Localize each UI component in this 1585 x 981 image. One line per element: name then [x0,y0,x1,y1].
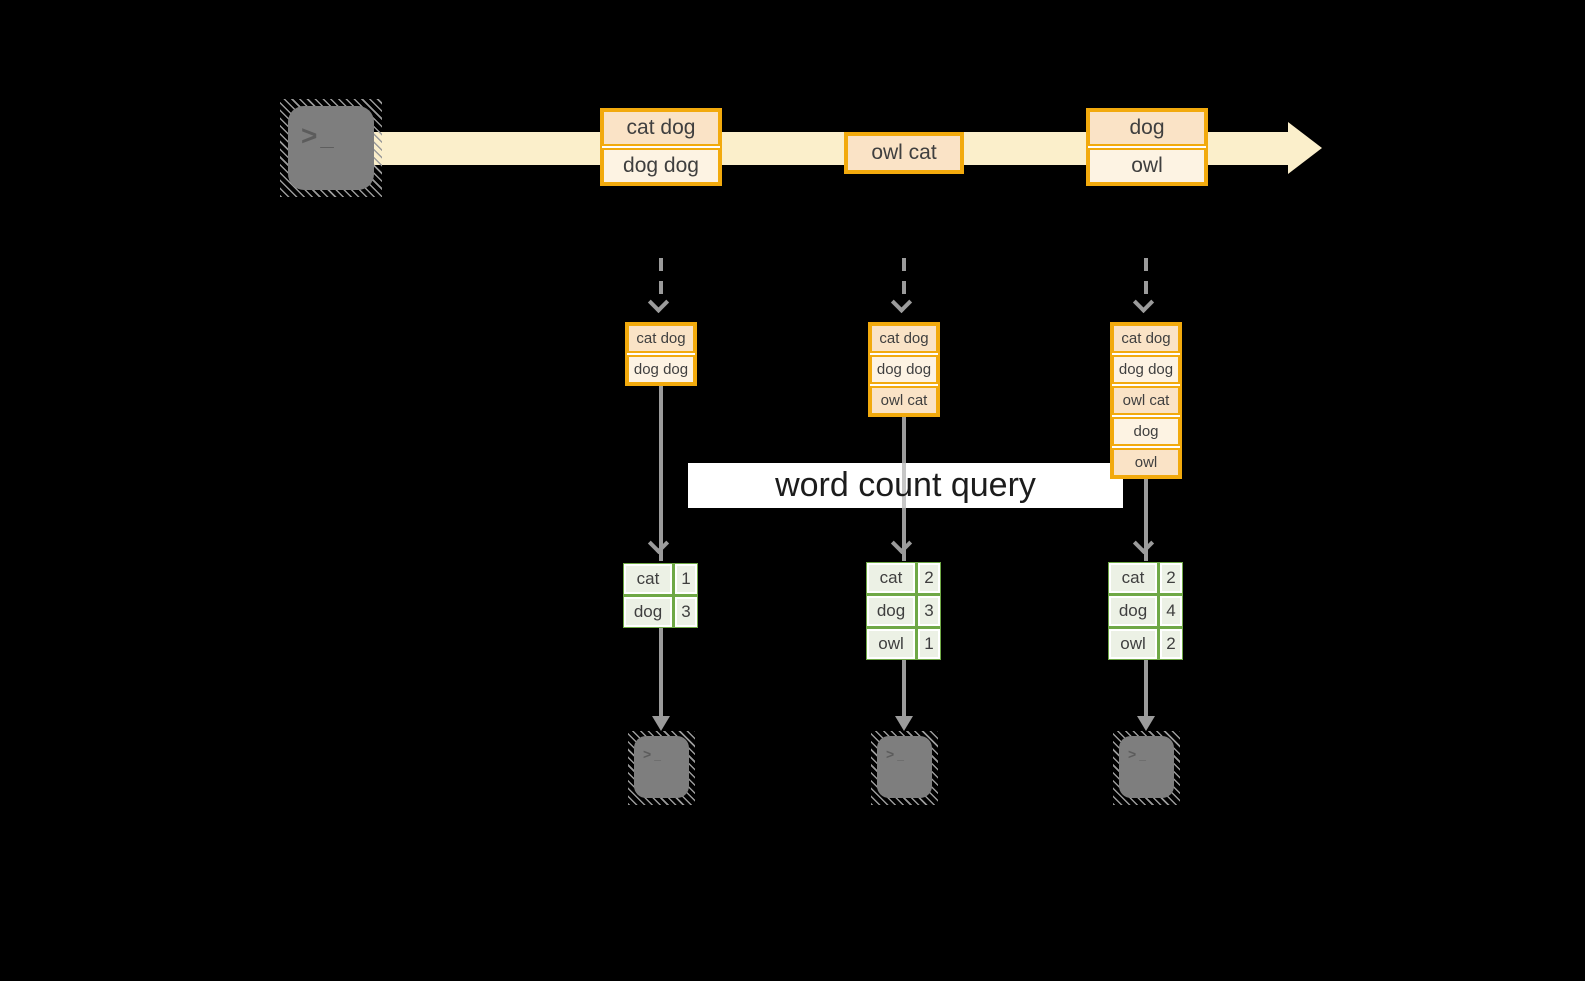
batch-record: dog dog [1112,355,1180,384]
terminal-prompt-glyph: >_ [1128,746,1146,762]
query-arrow [659,385,663,561]
count-value: 2 [1162,631,1180,657]
batch-dashed-arrow [902,258,906,300]
query-arrow [1144,479,1148,561]
count-value: 2 [920,565,938,591]
count-value: 3 [920,598,938,624]
output-terminal-icon: >_ [871,731,938,805]
count-value: 1 [677,566,695,592]
batch-record: dog dog [870,355,938,384]
count-table-1: cat 1 dog 3 [623,563,698,628]
arrowhead-icon [890,291,913,314]
count-word: cat [869,565,913,591]
output-arrow [1144,659,1148,717]
batch-stack-3: cat dog dog dog owl cat dog owl [1110,322,1182,479]
batch-record: cat dog [870,324,938,353]
count-word: dog [626,599,670,625]
stream-record: dog dog [602,148,720,184]
query-arrow [902,417,906,561]
output-terminal-icon: >_ [1113,731,1180,805]
stream-record: dog [1088,110,1206,146]
source-terminal-icon: >_ [280,99,382,197]
stream-record-box-1: cat dog dog dog [600,108,722,186]
stream-arrowhead-icon [1288,122,1322,174]
output-arrow [659,627,663,717]
count-word: cat [1111,565,1155,591]
arrowhead-icon [652,716,670,731]
stream-record-box-3: dog owl [1086,108,1208,186]
arrowhead-icon [895,716,913,731]
count-value: 4 [1162,598,1180,624]
terminal-prompt-glyph: >_ [886,746,904,762]
batch-record: owl cat [870,386,938,415]
terminal-prompt-glyph: >_ [301,120,334,151]
batch-stack-1: cat dog dog dog [625,322,697,386]
batch-record: cat dog [1112,324,1180,353]
count-value: 3 [677,599,695,625]
arrowhead-icon [1132,532,1155,555]
output-terminal-icon: >_ [628,731,695,805]
count-value: 2 [1162,565,1180,591]
batch-stack-2: cat dog dog dog owl cat [868,322,940,417]
stream-record: owl [1088,148,1206,184]
stream-record: owl cat [846,134,962,172]
count-word: dog [869,598,913,624]
batch-record: dog dog [627,355,695,384]
count-word: cat [626,566,670,592]
arrowhead-icon [890,532,913,555]
arrowhead-icon [647,532,670,555]
stream-record-box-2: owl cat [844,132,964,174]
batch-record: owl [1112,448,1180,477]
count-word: dog [1111,598,1155,624]
stream-record: cat dog [602,110,720,146]
batch-dashed-arrow [1144,258,1148,300]
count-value: 1 [920,631,938,657]
arrowhead-icon [1132,291,1155,314]
batch-record: cat dog [627,324,695,353]
count-table-2: cat 2 dog 3 owl 1 [866,562,941,660]
count-word: owl [869,631,913,657]
batch-record: owl cat [1112,386,1180,415]
arrowhead-icon [1137,716,1155,731]
batch-dashed-arrow [659,258,663,300]
batch-record: dog [1112,417,1180,446]
count-word: owl [1111,631,1155,657]
output-arrow [902,659,906,717]
count-table-3: cat 2 dog 4 owl 2 [1108,562,1183,660]
arrowhead-icon [647,291,670,314]
terminal-prompt-glyph: >_ [643,746,661,762]
